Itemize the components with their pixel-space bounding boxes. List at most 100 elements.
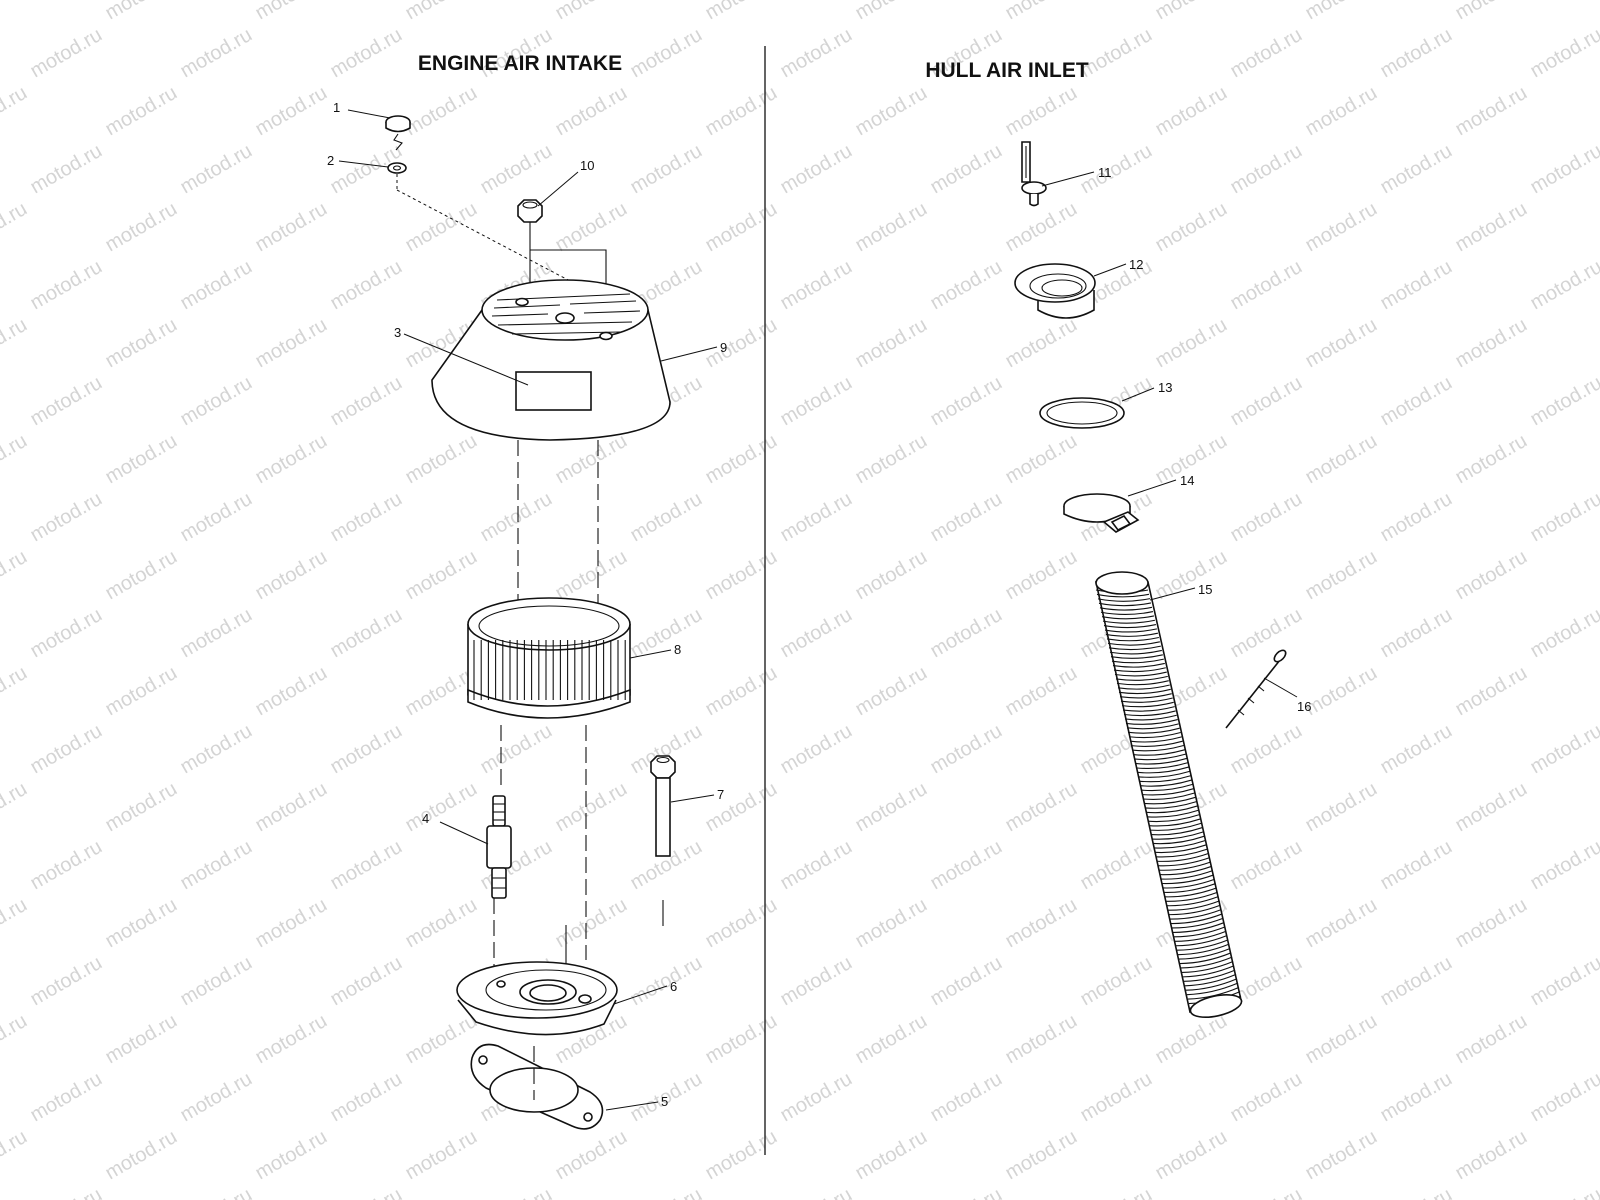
watermark-text: motod.ru xyxy=(1452,546,1531,605)
hose-rib xyxy=(1153,839,1206,849)
watermark-text: motod.ru xyxy=(0,662,31,721)
watermark-text: motod.ru xyxy=(1377,140,1456,199)
watermark-text: motod.ru xyxy=(927,1068,1006,1127)
watermark-text: motod.ru xyxy=(327,488,406,547)
watermark-text: motod.ru xyxy=(627,140,706,199)
part-2-washer xyxy=(387,162,407,190)
watermark-text: motod.ru xyxy=(552,198,631,257)
watermark-text: motod.ru xyxy=(1377,488,1456,547)
watermark-text: motod.ru xyxy=(0,546,31,605)
watermark-text: motod.ru xyxy=(927,140,1006,199)
watermark-text: motod.ru xyxy=(927,256,1006,315)
watermark-text: motod.ru xyxy=(702,662,781,721)
watermark-text: motod.ru xyxy=(927,720,1006,779)
hose-rib xyxy=(1104,628,1158,633)
hose-rib xyxy=(1105,632,1159,637)
watermark-text: motod.ru xyxy=(1302,82,1381,141)
hose-rib xyxy=(1096,593,1150,598)
hose-rib xyxy=(1135,762,1188,770)
watermark-text: motod.ru xyxy=(402,778,481,837)
hose-rib xyxy=(1107,641,1160,646)
watermark-text: motod.ru xyxy=(852,430,931,489)
watermark-text: motod.ru xyxy=(102,430,181,489)
watermark-text: motod.ru xyxy=(27,836,106,895)
watermark-text: motod.ru xyxy=(252,778,331,837)
section-title-engine: ENGINE AIR INTAKE xyxy=(418,52,622,75)
watermark-text: motod.ru xyxy=(777,720,856,779)
watermark-text: motod.ru xyxy=(1002,198,1081,257)
watermark-text: motod.ru xyxy=(1302,778,1381,837)
watermark-text: motod.ru xyxy=(177,952,256,1011)
hose-rib xyxy=(1134,757,1187,765)
watermark-text: motod.ru xyxy=(1302,546,1381,605)
callout-12: 12 xyxy=(1129,257,1143,272)
hose-rib xyxy=(1159,865,1212,876)
hose-rib xyxy=(1183,969,1236,982)
watermark-text: motod.ru xyxy=(852,1126,931,1185)
callout-16: 16 xyxy=(1297,699,1311,714)
watermark-text: motod.ru xyxy=(252,894,331,953)
watermark-text: motod.ru xyxy=(1227,140,1306,199)
hose-rib xyxy=(1130,740,1183,747)
watermark-text: motod.ru xyxy=(402,0,481,24)
hose-rib xyxy=(1162,878,1215,889)
watermark-text: motod.ru xyxy=(0,1126,31,1185)
watermark-text: motod.ru xyxy=(27,24,106,83)
hose-rib xyxy=(1154,844,1207,854)
hose-rib xyxy=(1170,913,1223,925)
watermark-text: motod.ru xyxy=(0,198,31,257)
watermark-text: motod.ru xyxy=(852,1010,931,1069)
hose-rib xyxy=(1115,675,1168,681)
watermark-text: motod.ru xyxy=(0,0,31,24)
hose-rib xyxy=(1168,904,1221,916)
watermark-text: motod.ru xyxy=(1002,894,1081,953)
watermark-text: motod.ru xyxy=(1002,662,1081,721)
watermark-text: motod.ru xyxy=(1452,1010,1531,1069)
watermark-text: motod.ru xyxy=(1152,314,1231,373)
watermark-text: motod.ru xyxy=(1452,198,1531,257)
watermark-text: motod.ru xyxy=(252,430,331,489)
watermark-text: motod.ru xyxy=(1452,894,1531,953)
watermark-text: motod.ru xyxy=(1377,24,1456,83)
watermark-text: motod.ru xyxy=(27,1184,106,1200)
hose-rib xyxy=(1156,852,1209,862)
watermark-text: motod.ru xyxy=(852,894,931,953)
hose-rib xyxy=(1144,801,1197,809)
watermark-text: motod.ru xyxy=(702,0,781,24)
watermark-text: motod.ru xyxy=(1377,836,1456,895)
watermark-text: motod.ru xyxy=(252,198,331,257)
watermark-text: motod.ru xyxy=(1377,604,1456,663)
watermark-text: motod.ru xyxy=(927,372,1006,431)
watermark-text: motod.ru xyxy=(1527,720,1600,779)
callout-13: 13 xyxy=(1158,380,1172,395)
hose-rib xyxy=(1151,831,1204,840)
hose-rib xyxy=(1145,805,1198,814)
part-15-flexible-hose xyxy=(1095,571,1243,1018)
watermark-text: motod.ru xyxy=(252,0,331,24)
watermark-text: motod.ru xyxy=(1527,372,1600,431)
watermark-text: motod.ru xyxy=(1377,1068,1456,1127)
watermark-text: motod.ru xyxy=(927,836,1006,895)
watermark-text: motod.ru xyxy=(327,372,406,431)
watermark-text: motod.ru xyxy=(1527,488,1600,547)
hose-rib xyxy=(1120,697,1173,703)
watermark-text: motod.ru xyxy=(552,546,631,605)
watermark-text: motod.ru xyxy=(477,720,556,779)
watermark-text: motod.ru xyxy=(0,1010,31,1069)
hose-rib xyxy=(1164,887,1217,898)
part-5-gasket xyxy=(470,1043,604,1130)
callout-10: 10 xyxy=(580,158,594,173)
watermark-text: motod.ru xyxy=(627,952,706,1011)
watermark-text: motod.ru xyxy=(1527,140,1600,199)
hose-rib xyxy=(1128,732,1181,739)
hose-rib xyxy=(1146,809,1199,818)
watermark-text: motod.ru xyxy=(252,662,331,721)
part-6-adapter-base xyxy=(456,961,618,1036)
watermark-text: motod.ru xyxy=(702,198,781,257)
hose-rib xyxy=(1139,779,1192,787)
watermark-text: motod.ru xyxy=(327,1068,406,1127)
watermark-text: motod.ru xyxy=(1302,314,1381,373)
watermark-text: motod.ru xyxy=(27,488,106,547)
watermark-text: motod.ru xyxy=(627,488,706,547)
hose-rib xyxy=(1102,619,1156,624)
